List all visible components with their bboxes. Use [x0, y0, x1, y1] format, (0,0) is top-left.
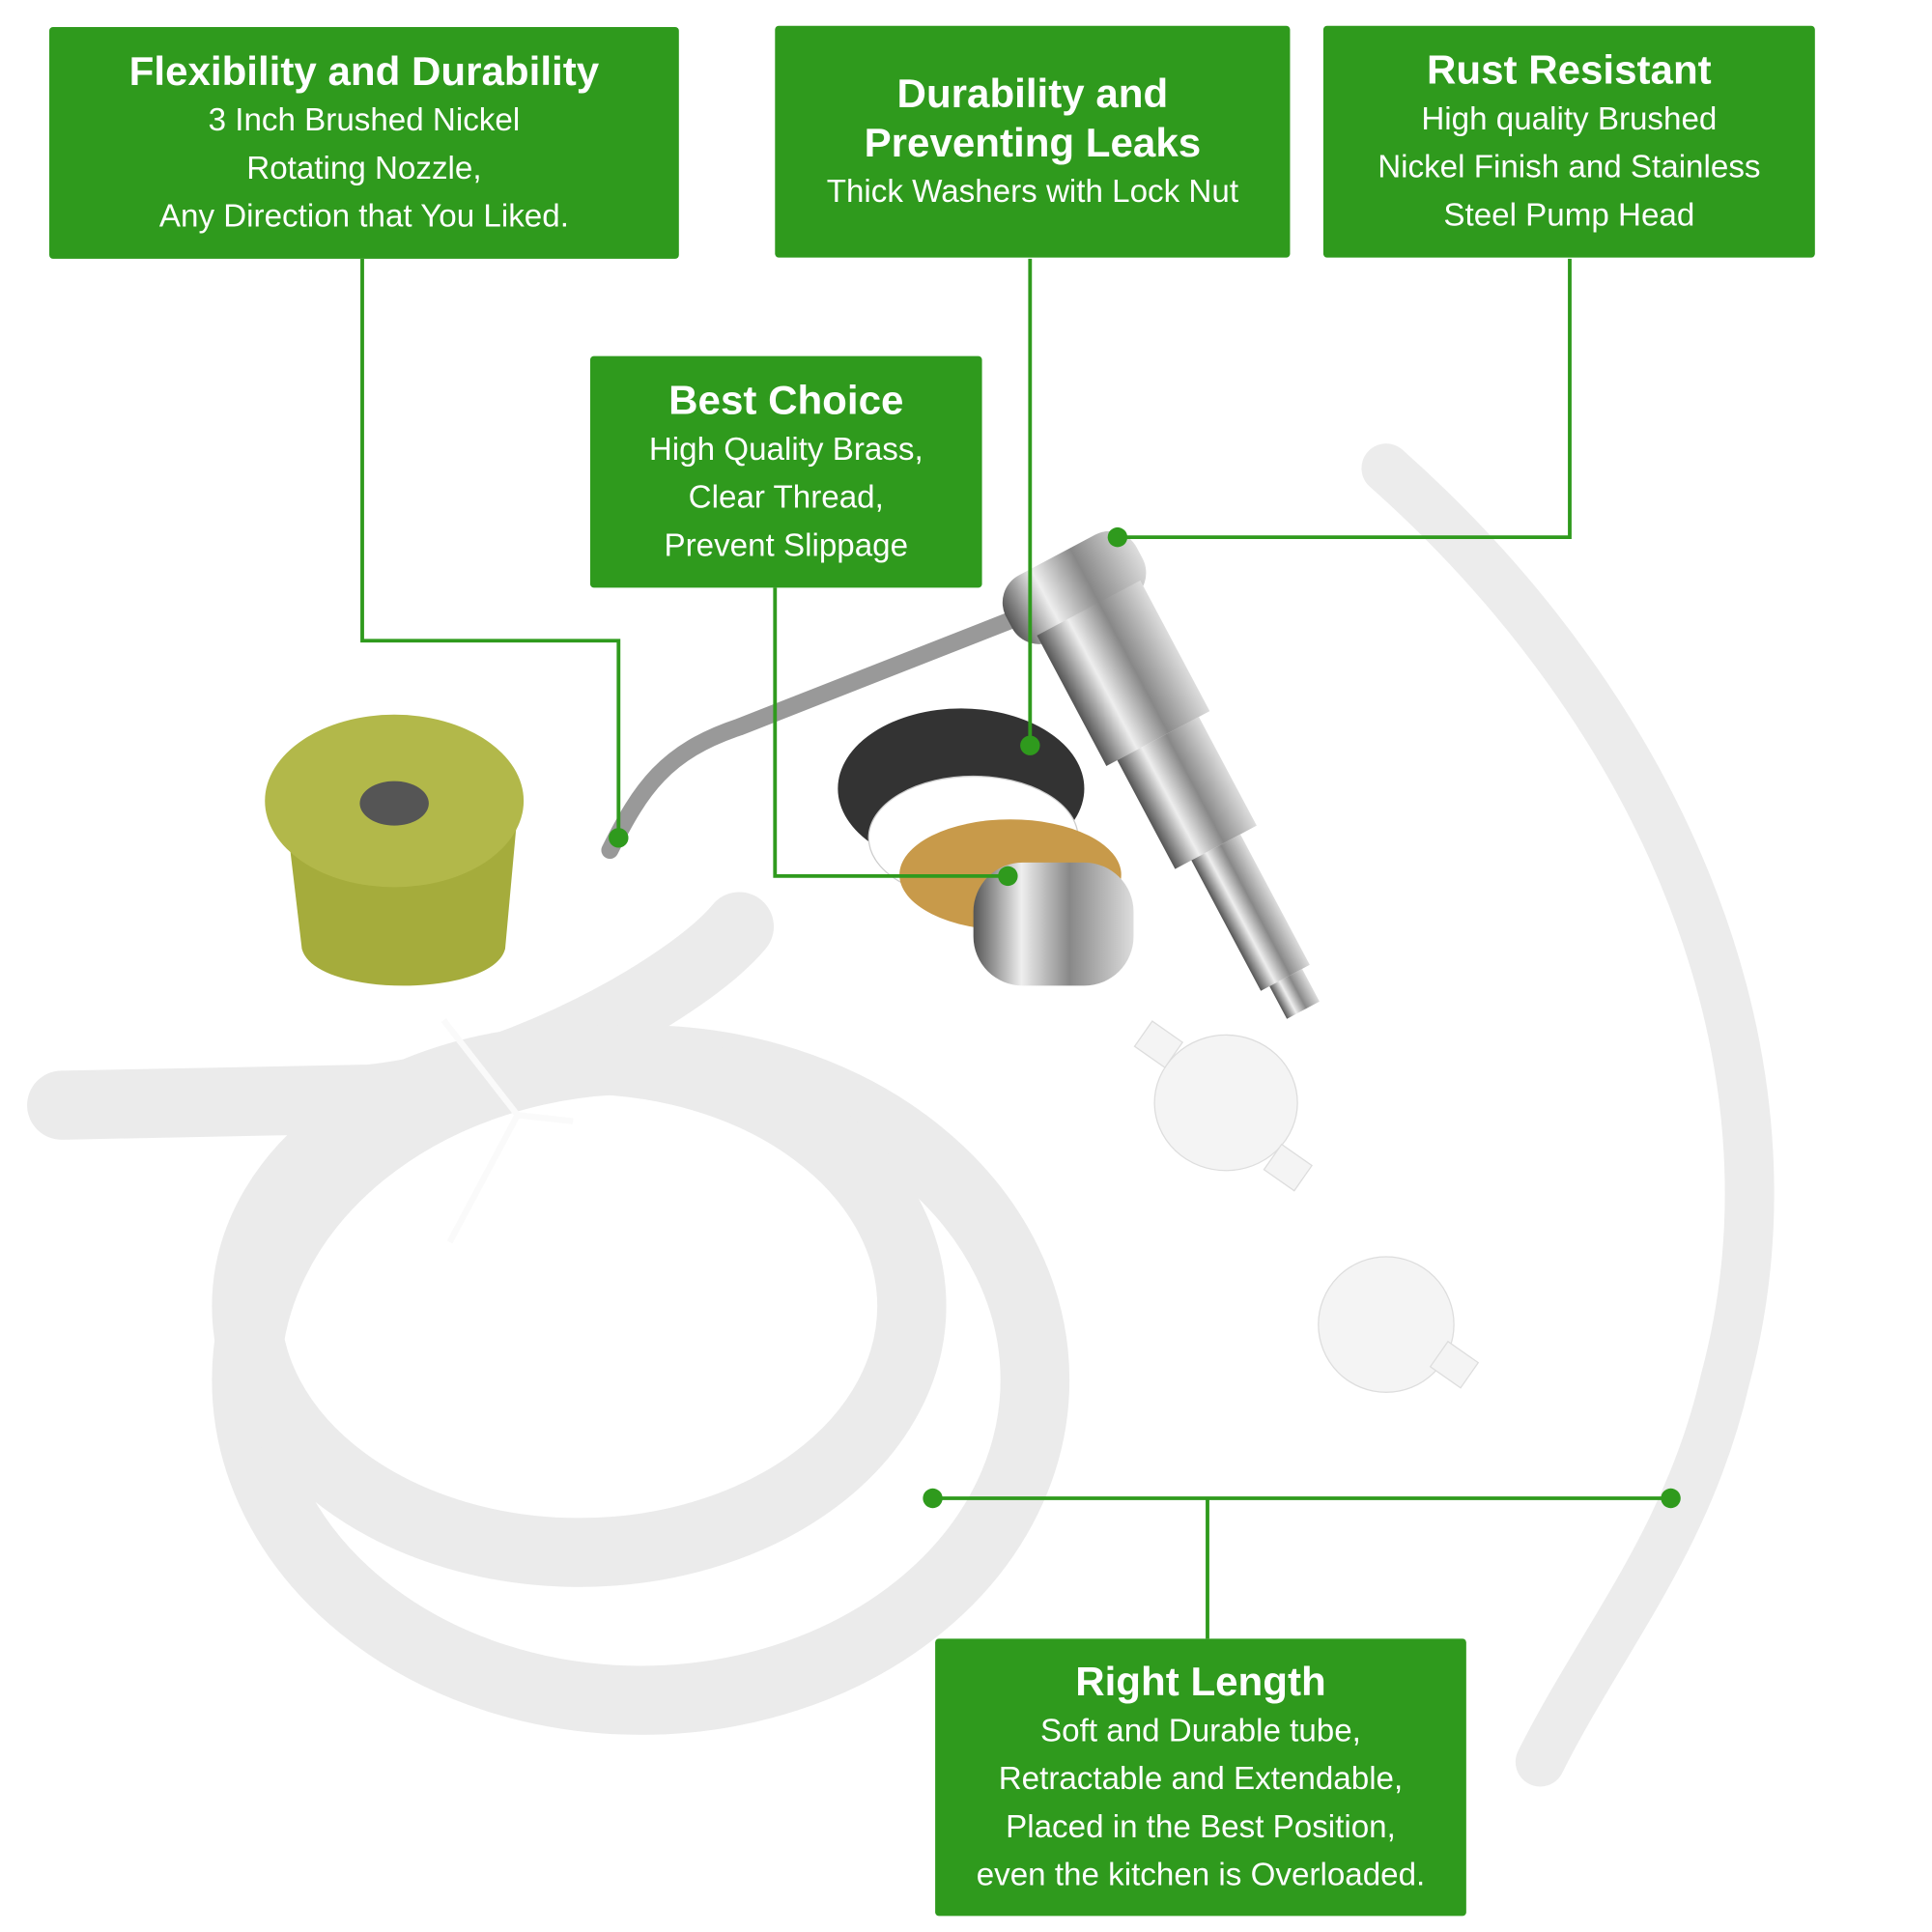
- callout-rust: Rust Resistant High quality Brushed Nick…: [1322, 25, 1815, 258]
- silicone-tube-coil: [27, 892, 1070, 1735]
- callout-flexibility: Flexibility and Durability 3 Inch Brushe…: [49, 27, 679, 259]
- callout-text: 3 Inch Brushed Nickel: [208, 99, 521, 138]
- lock-nut-assembly: [838, 708, 1134, 986]
- callout-title: Right Length: [1075, 1658, 1326, 1704]
- callout-text: Placed in the Best Position,: [1006, 1806, 1396, 1844]
- callout-text: Clear Thread,: [688, 477, 884, 515]
- callout-text: Steel Pump Head: [1443, 195, 1695, 233]
- callout-leaks: Durability and Preventing Leaks Thick Wa…: [775, 25, 1291, 258]
- pump-spout: [601, 582, 1094, 860]
- rubber-stopper: [265, 714, 525, 986]
- callout-title: Rust Resistant: [1426, 45, 1712, 93]
- silicone-tube-straight: [1361, 443, 1775, 1787]
- callout-text: High quality Brushed: [1421, 99, 1718, 136]
- callout-text: even the kitchen is Overloaded.: [976, 1855, 1426, 1892]
- callout-text: Thick Washers with Lock Nut: [826, 171, 1239, 210]
- pump-head: [1002, 530, 1320, 1019]
- callout-text: Retractable and Extendable,: [998, 1758, 1404, 1797]
- callout-title: Durability and: [896, 70, 1169, 116]
- callout-text: Any Direction that You Liked.: [158, 196, 569, 234]
- callout-dots: [609, 526, 1681, 1509]
- callout-title: Best Choice: [668, 376, 904, 422]
- callout-right-length: Right Length Soft and Durable tube, Retr…: [935, 1638, 1466, 1917]
- callout-text: Soft and Durable tube,: [1040, 1711, 1361, 1748]
- callout-text: Prevent Slippage: [664, 526, 909, 563]
- callout-text: High Quality Brass,: [648, 429, 923, 467]
- callout-text: Nickel Finish and Stainless: [1378, 147, 1761, 185]
- callout-text: Rotating Nozzle,: [246, 148, 482, 185]
- cable-tie: [440, 1018, 574, 1244]
- callout-leader-lines: [360, 258, 1671, 1639]
- check-valve: [1133, 1020, 1480, 1393]
- callout-title: Preventing Leaks: [864, 119, 1202, 165]
- callout-title: Flexibility and Durability: [128, 47, 600, 94]
- callout-best-choice: Best Choice High Quality Brass, Clear Th…: [589, 355, 982, 588]
